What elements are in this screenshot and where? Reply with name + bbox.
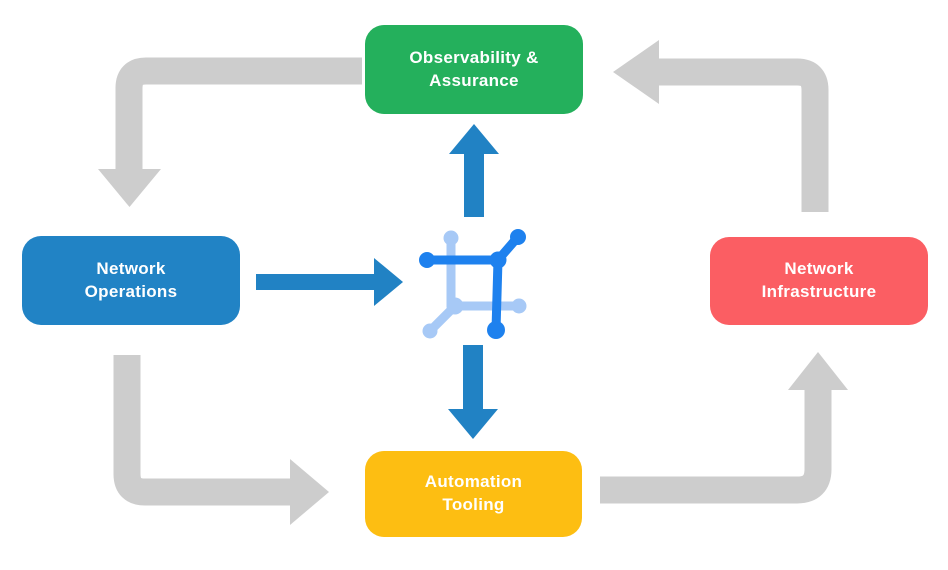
node-label-line: Infrastructure [761, 282, 877, 301]
arrow-operations-to-automation [113, 355, 329, 525]
node-label-line: Tooling [442, 495, 505, 514]
arrow-shaft [115, 57, 362, 170]
arrow-shaft [659, 58, 829, 212]
arrow-head-left-icon [613, 40, 659, 104]
arrow-head-down-icon [98, 169, 161, 207]
arrow-automation-to-infrastructure [600, 352, 848, 504]
network-automation-icon [419, 229, 527, 339]
arrow-operations-to-center [256, 258, 403, 306]
arrow-center-to-automation [448, 345, 498, 439]
node-network-infrastructure: Network Infrastructure [710, 237, 928, 325]
node-automation-tooling: Automation Tooling [365, 451, 582, 537]
arrow-head-right-icon [290, 459, 329, 525]
arrow-head-right-icon [374, 258, 403, 306]
arrow-head-up-icon [788, 352, 848, 390]
node-label-line: Operations [84, 281, 178, 301]
arrow-shaft [113, 355, 290, 506]
arrow-head-down-icon [448, 409, 498, 439]
icon-light-nodes [422, 230, 527, 339]
arrow-observability-to-operations [98, 57, 362, 207]
node-label-line: Network [96, 258, 166, 278]
node-observability-assurance: Observability & Assurance [365, 25, 583, 114]
node-label-line: Automation [424, 472, 523, 492]
node-label-line: Network [784, 259, 854, 279]
icon-dark-nodes [419, 229, 526, 339]
arrow-center-to-observability [449, 124, 499, 217]
arrow-shaft [600, 390, 832, 504]
arrow-head-up-icon [449, 124, 499, 154]
node-label-line: Observability & [409, 47, 539, 67]
node-label-line: Assurance [429, 70, 519, 90]
arrow-infrastructure-to-observability [613, 40, 829, 212]
node-network-operations: Network Operations [22, 236, 240, 325]
